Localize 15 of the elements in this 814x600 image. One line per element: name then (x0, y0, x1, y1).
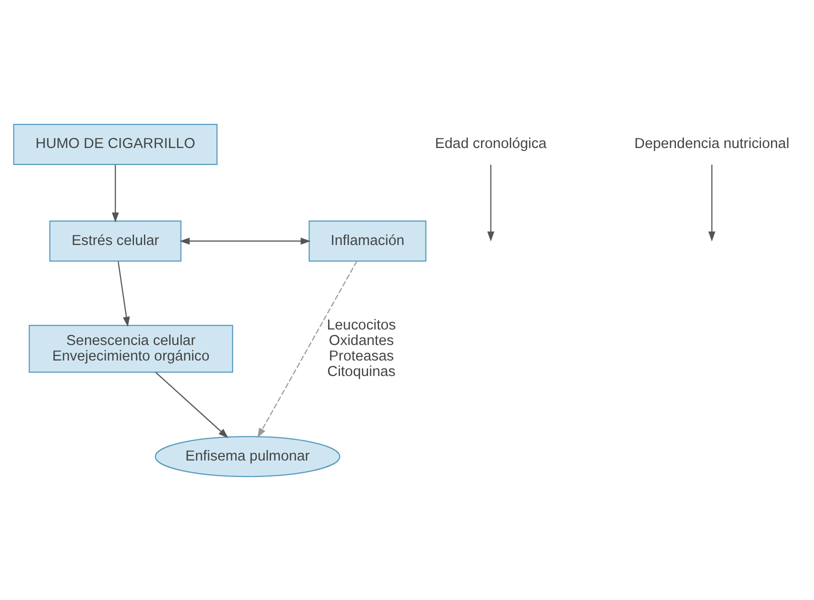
arrow (154, 371, 228, 438)
node-box: Inflamación (308, 220, 426, 262)
node-box: HUMO DE CIGARRILLO (12, 123, 218, 164)
node-ellipse: Enfisema pulmonar (154, 436, 340, 477)
arrow (708, 164, 715, 242)
arrow (111, 164, 118, 222)
arrow (117, 260, 130, 326)
arrow (179, 237, 310, 244)
arrow (256, 260, 357, 438)
arrow (486, 164, 494, 241)
node-text: Dependencia nutricional (634, 136, 789, 152)
node-text: Edad cronológica (434, 136, 546, 152)
node-box: Estrés celular (48, 220, 181, 262)
node-box: Senescencia celular Envejecimiento orgánico (28, 324, 233, 372)
edge-label: Leucocitos Oxidantes Proteasas Citoquinas (326, 316, 396, 380)
